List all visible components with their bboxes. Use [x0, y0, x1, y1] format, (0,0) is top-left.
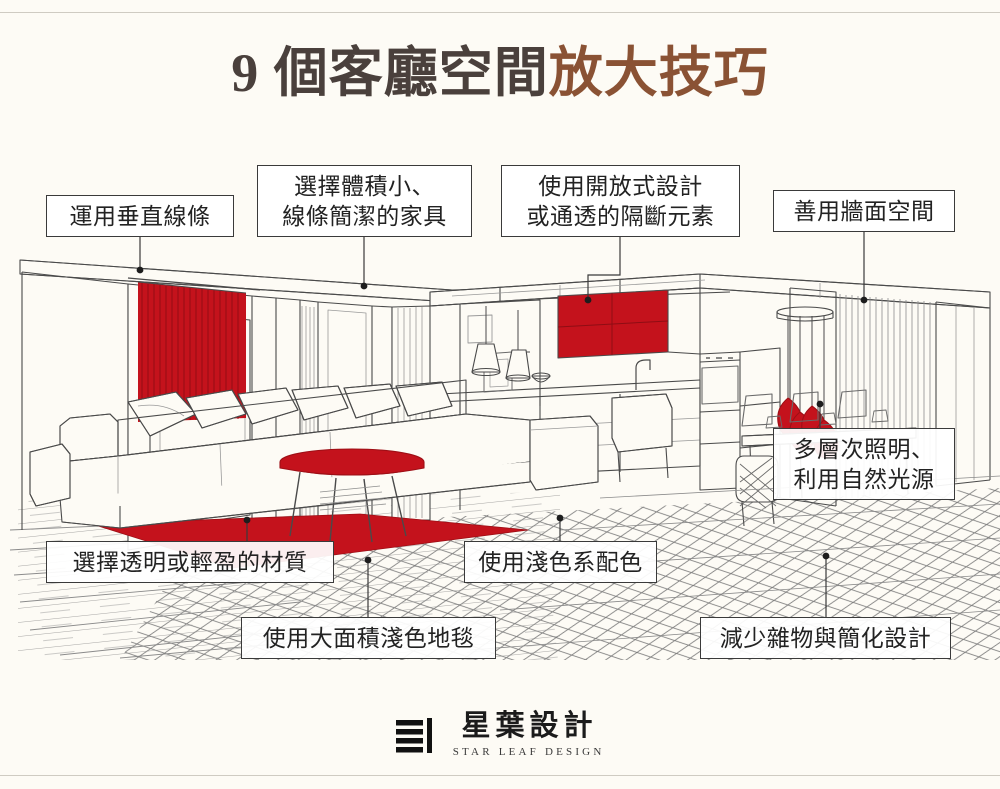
callout-wall-space[interactable]: 善用牆面空間 — [773, 190, 955, 232]
page-title: 9 個客廳空間放大技巧 — [0, 42, 1000, 104]
callout-line: 減少雜物與簡化設計 — [719, 625, 932, 651]
callout-large-light-rug[interactable]: 使用大面積淺色地毯 — [241, 617, 496, 659]
callout-line: 使用大面積淺色地毯 — [262, 625, 475, 651]
callout-line: 線條簡潔的家具 — [282, 203, 447, 229]
callout-line: 選擇體積小、 — [294, 173, 435, 199]
callout-line: 選擇透明或輕盈的材質 — [72, 549, 308, 575]
callout-transparent-material[interactable]: 選擇透明或輕盈的材質 — [46, 541, 334, 583]
callout-layered-lighting[interactable]: 多層次照明、 利用自然光源 — [773, 428, 955, 500]
callout-line: 或通透的隔斷元素 — [526, 203, 715, 229]
logo-text-block: 星葉設計 STAR LEAF DESIGN — [450, 712, 605, 758]
brand-logo: 星葉設計 STAR LEAF DESIGN — [0, 712, 1000, 758]
callout-line: 使用開放式設計 — [538, 173, 703, 199]
page-title-accent: 放大技巧 — [548, 43, 769, 103]
callout-vertical-lines[interactable]: 運用垂直線條 — [46, 195, 234, 237]
logo-chinese-name: 星葉設計 — [461, 710, 598, 742]
callout-line: 善用牆面空間 — [793, 198, 935, 224]
callout-declutter[interactable]: 減少雜物與簡化設計 — [700, 617, 951, 659]
callout-line: 利用自然光源 — [793, 466, 935, 492]
callout-line: 多層次照明、 — [793, 436, 935, 462]
callout-light-colors[interactable]: 使用淺色系配色 — [464, 541, 657, 583]
callout-line: 使用淺色系配色 — [478, 549, 643, 575]
logo-english-name: STAR LEAF DESIGN — [452, 746, 605, 758]
bottom-divider — [0, 775, 1000, 776]
callout-line: 運用垂直線條 — [69, 203, 211, 229]
star-leaf-mark-icon — [395, 718, 432, 753]
top-divider — [0, 12, 1000, 13]
callout-small-furniture[interactable]: 選擇體積小、 線條簡潔的家具 — [257, 165, 472, 237]
page-title-dark: 9 個客廳空間 — [231, 43, 549, 103]
callout-open-plan[interactable]: 使用開放式設計 或通透的隔斷元素 — [501, 165, 740, 237]
